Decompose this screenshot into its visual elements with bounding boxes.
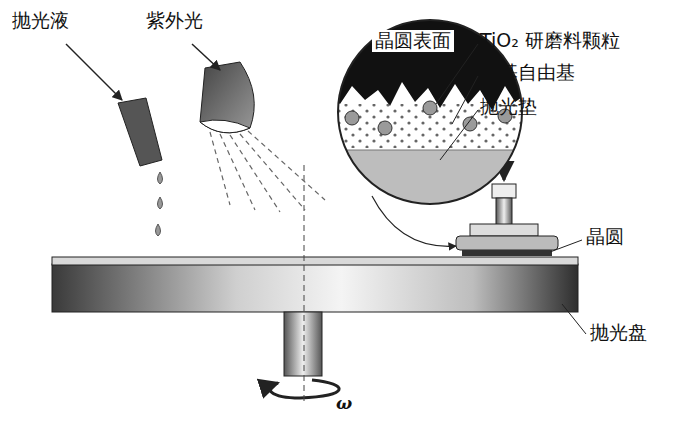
part-label: 羟基自由基 bbox=[480, 62, 575, 84]
part-label: TiO₂ 研磨料颗粒 bbox=[480, 30, 620, 52]
part-label: 紫外光 bbox=[146, 10, 203, 32]
part-label: 抛光盘 bbox=[590, 322, 647, 344]
part-label: 晶圆表面 bbox=[372, 30, 454, 52]
part-label: 抛光垫 bbox=[480, 96, 537, 118]
symbol-label: ω bbox=[336, 394, 352, 414]
part-label: 抛光液 bbox=[12, 10, 69, 32]
part-label: 晶圆 bbox=[586, 226, 624, 248]
